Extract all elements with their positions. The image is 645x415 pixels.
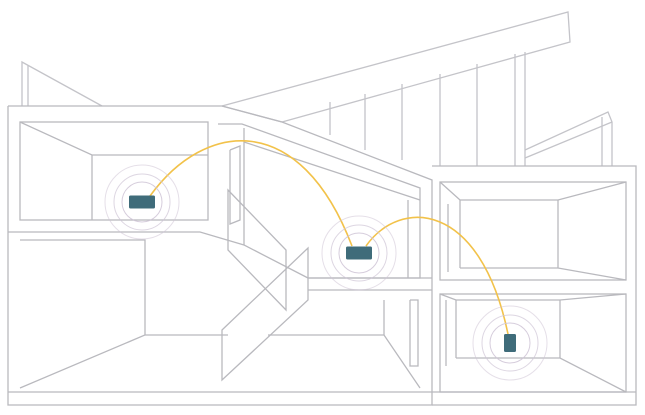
router-icon[interactable] [504,334,516,352]
router-icon[interactable] [346,247,372,260]
router-icon[interactable] [129,196,155,209]
